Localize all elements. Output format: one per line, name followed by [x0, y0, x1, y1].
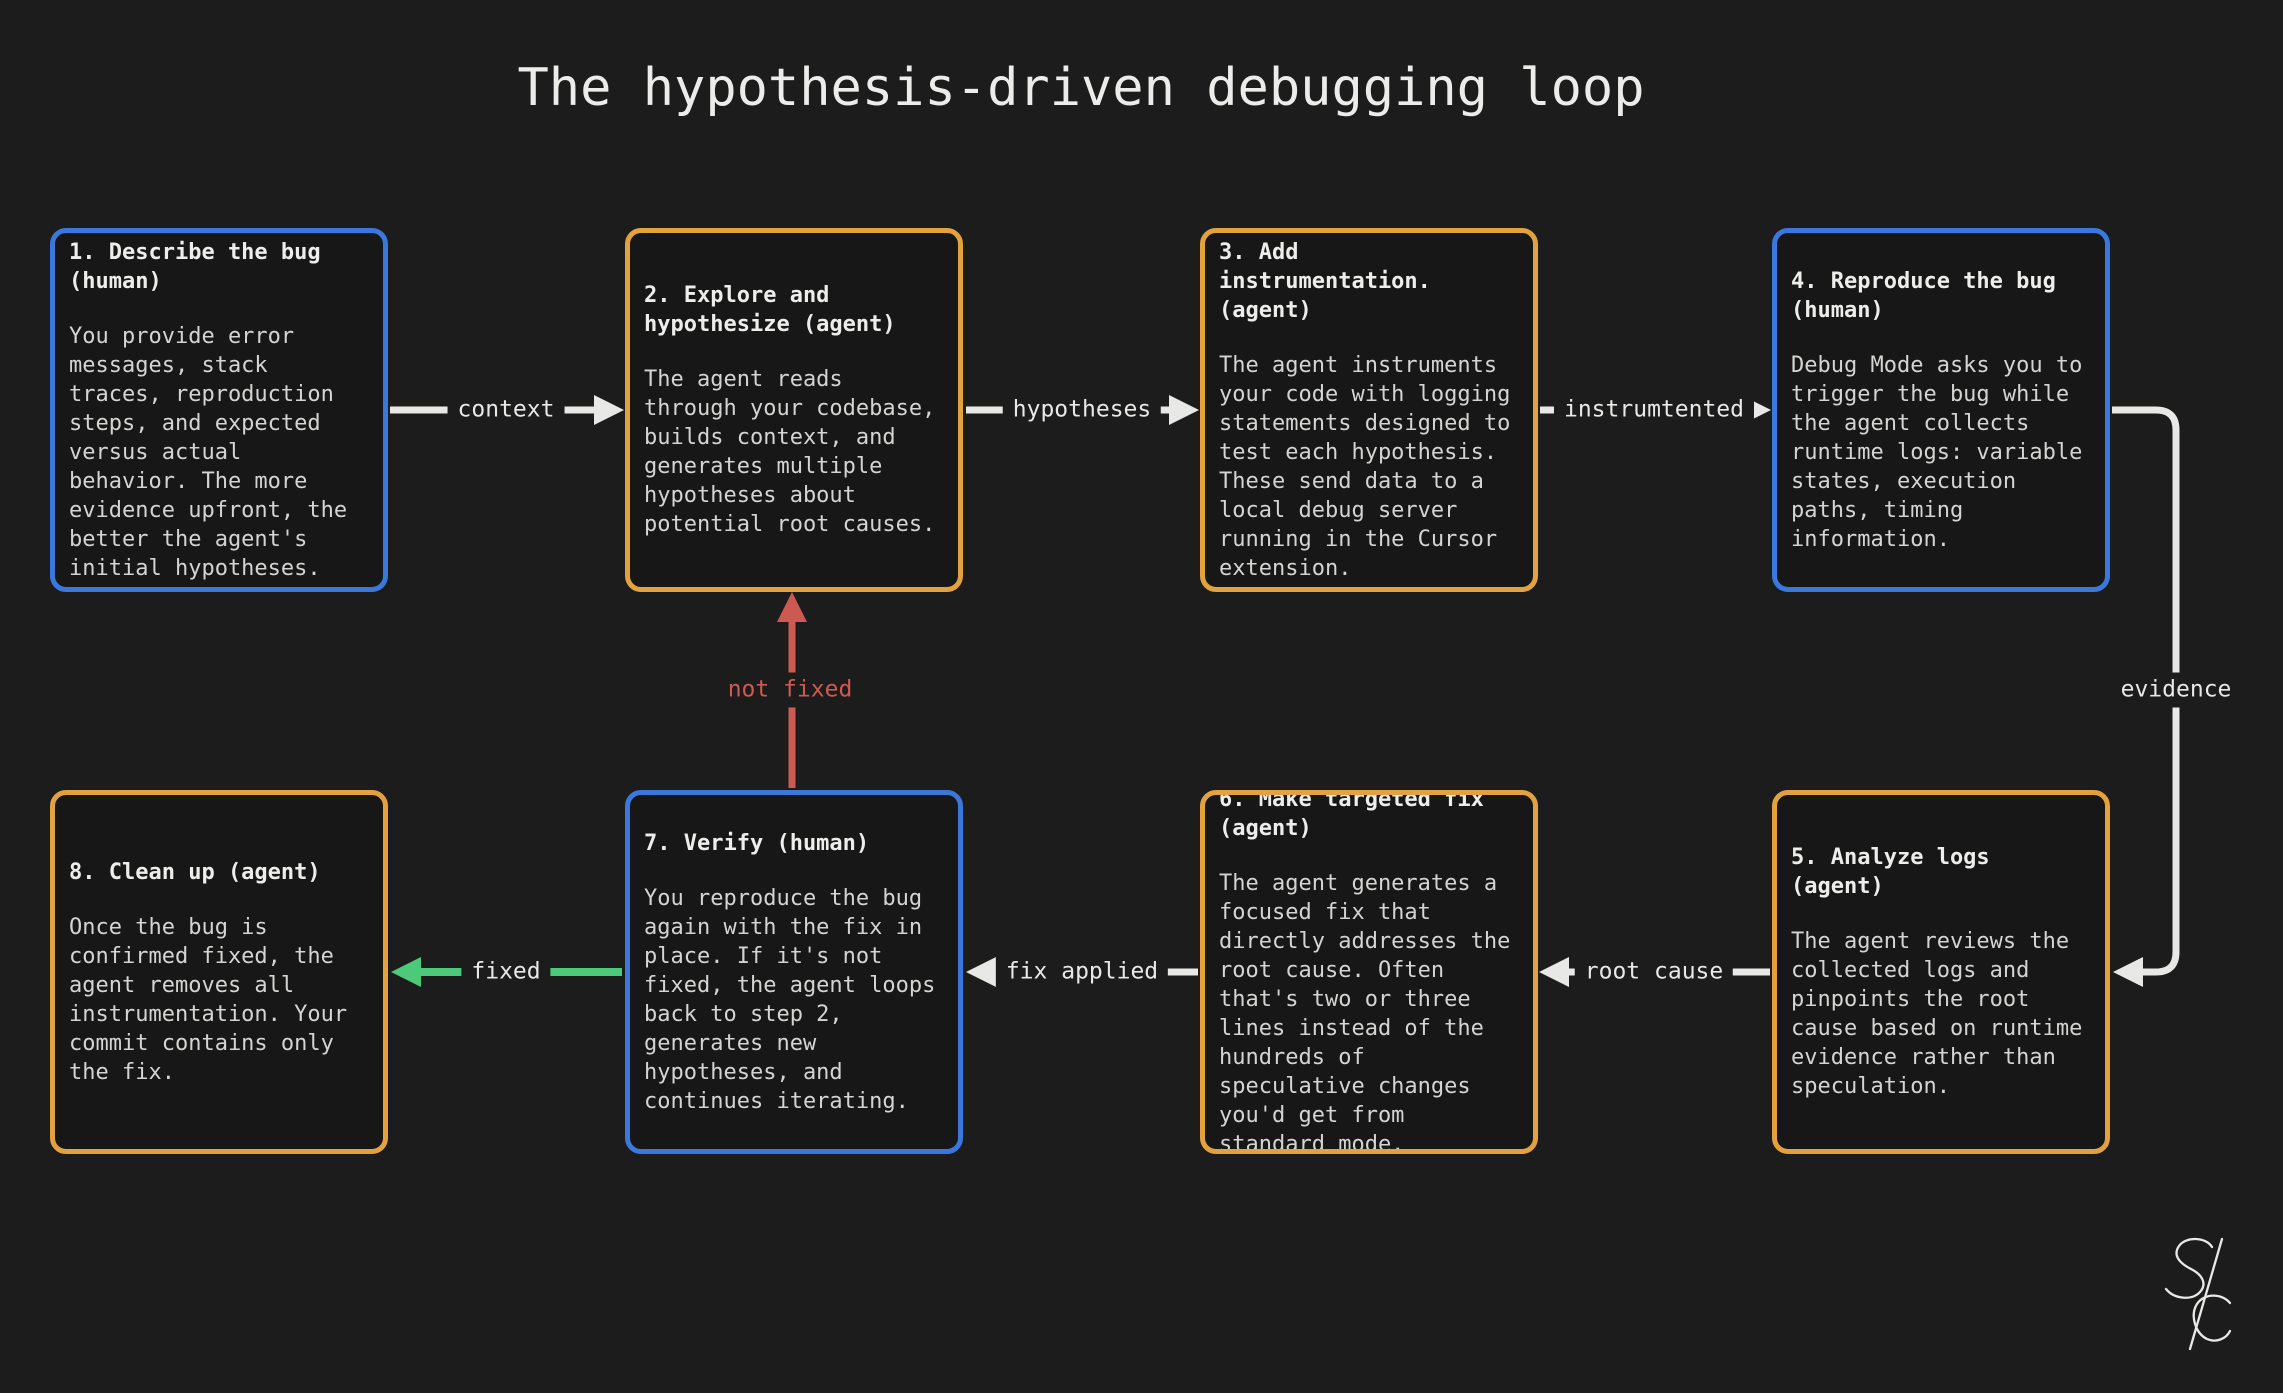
step-title: 1. Describe the bug (human) [69, 239, 321, 294]
step-title: 4. Reproduce the bug (human) [1791, 268, 2056, 323]
edge-label-evidence: evidence [2110, 672, 2242, 708]
step-box-clean-up: 8. Clean up (agent) Once the bug is conf… [50, 790, 388, 1154]
edge-label-root-cause: root cause [1574, 954, 1734, 990]
step-body: Once the bug is confirmed fixed, the age… [69, 914, 348, 1085]
edge-label-fixed: fixed [461, 954, 551, 990]
step-title: 3. Add instrumentation. (agent) [1219, 239, 1431, 323]
step-box-analyze-logs: 5. Analyze logs (agent) The agent review… [1772, 790, 2110, 1154]
step-box-add-instrumentation: 3. Add instrumentation. (agent) The agen… [1200, 228, 1538, 592]
step-body: The agent generates a focused fix that d… [1219, 871, 1511, 1154]
step-title: 2. Explore and hypothesize (agent) [644, 283, 896, 337]
step-body: The agent reviews the collected logs and… [1791, 929, 2083, 1099]
step-box-explore-hypothesize: 2. Explore and hypothesize (agent) The a… [625, 228, 963, 592]
step-title: 6. Make targeted fix (agent) [1219, 790, 1484, 841]
page-title: The hypothesis-driven debugging loop [517, 58, 1645, 118]
step-title: 5. Analyze logs (agent) [1791, 845, 1990, 899]
sc-logo-icon [2164, 1237, 2232, 1351]
step-box-verify: 7. Verify (human) You reproduce the bug … [625, 790, 963, 1154]
step-box-describe-bug: 1. Describe the bug (human) You provide … [50, 228, 388, 592]
edge-label-not-fixed: not fixed [717, 672, 863, 708]
step-box-reproduce-bug: 4. Reproduce the bug (human) Debug Mode … [1772, 228, 2110, 592]
step-body: The agent reads through your codebase, b… [644, 367, 936, 537]
step-title: 7. Verify (human) [644, 830, 870, 856]
edge-label-context: context [447, 392, 565, 428]
edge-label-hypotheses: hypotheses [1002, 392, 1162, 428]
edge-label-fix-applied: fix applied [995, 954, 1169, 990]
edge-label-instrumtented: instrumtented [1553, 392, 1755, 428]
step-title: 8. Clean up (agent) [69, 859, 321, 885]
step-body: Debug Mode asks you to trigger the bug w… [1791, 352, 2083, 552]
step-body: You provide error messages, stack traces… [69, 323, 348, 581]
step-body: You reproduce the bug again with the fix… [644, 885, 936, 1114]
step-body: The agent instruments your code with log… [1219, 352, 1511, 581]
step-box-make-targeted-fix: 6. Make targeted fix (agent) The agent g… [1200, 790, 1538, 1154]
